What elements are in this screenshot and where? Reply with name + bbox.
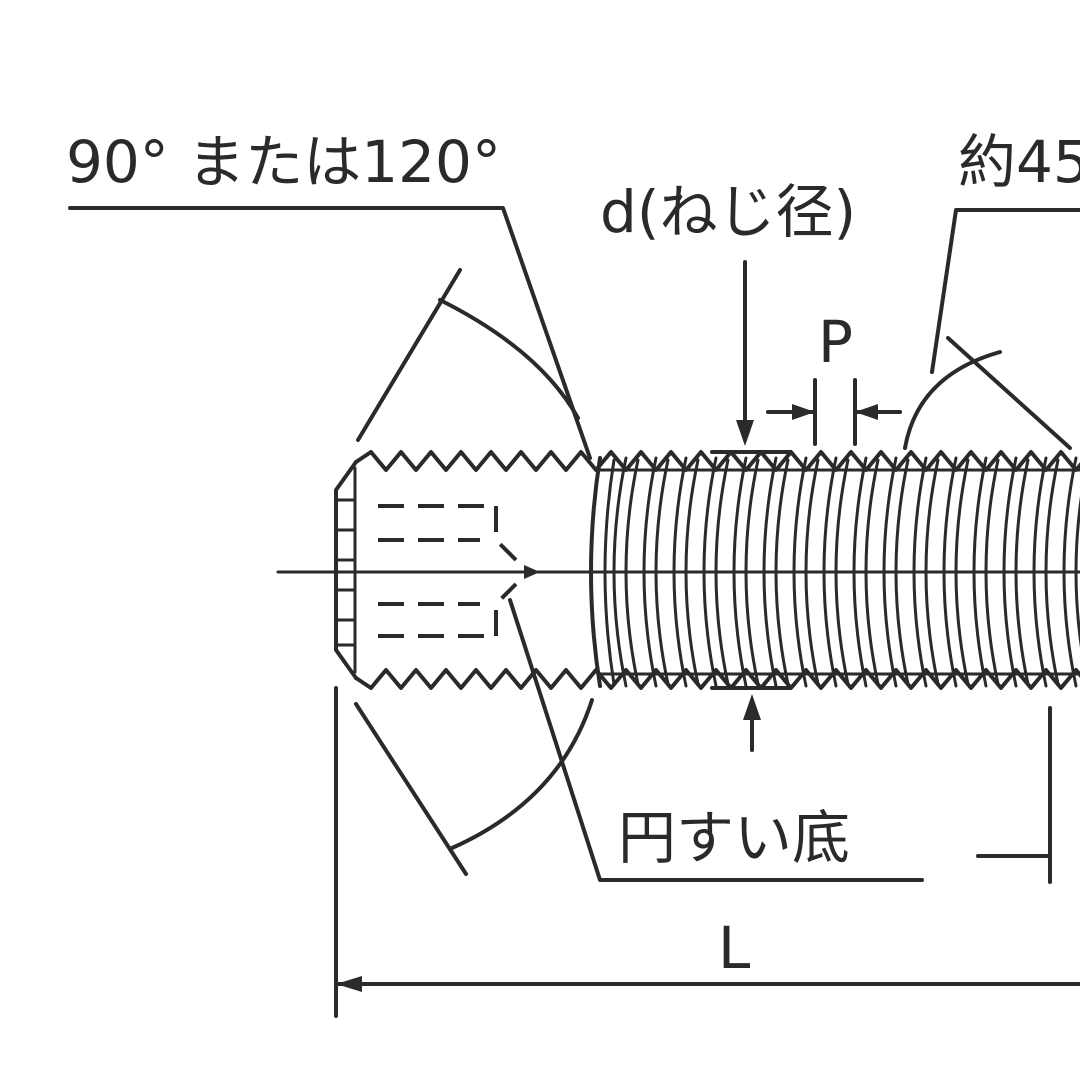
helix-curve (804, 458, 820, 686)
cone-bottom-leader-line (508, 598, 924, 882)
helix-curve (1014, 458, 1030, 686)
helix-curve (684, 458, 700, 686)
approx-angle-label: 約45° (958, 128, 1080, 196)
helix-curve (894, 458, 910, 686)
thread-crest-top (354, 450, 1080, 472)
helix-curve (852, 456, 868, 688)
angle-label: 90° または120° (66, 128, 501, 196)
helix-curve (972, 456, 988, 688)
hex-socket-hidden-lines (378, 504, 518, 638)
helix-curve (1032, 456, 1048, 688)
helix-curve (762, 456, 778, 688)
center-axis-arrowhead (524, 565, 540, 579)
helix-curve (834, 458, 850, 686)
helix-curve (942, 456, 958, 688)
helix-curve (642, 456, 658, 688)
helix-curve (864, 458, 880, 686)
chamfer-angle-dimension (354, 268, 594, 876)
thread-helix (612, 456, 1080, 688)
helix-curve (744, 458, 760, 686)
helix-curve (924, 458, 940, 686)
helix-curve (954, 458, 970, 686)
screw-end-face (334, 460, 358, 680)
helix-curve (654, 458, 670, 686)
helix-curve (672, 456, 688, 688)
diameter-dimension (710, 260, 792, 752)
helix-curve (912, 456, 928, 688)
length-label: L (718, 914, 750, 982)
diameter-label: d(ねじ径) (600, 178, 856, 246)
approx-angle-dimension (903, 208, 1080, 450)
cone-bottom-label: 円すい底 (618, 804, 850, 872)
helix-curve (624, 458, 640, 686)
helix-curve (984, 458, 1000, 686)
pitch-label: P (818, 308, 853, 376)
helix-curve (714, 458, 730, 686)
angle-leader-line (68, 206, 592, 460)
helix-curve (822, 456, 838, 688)
helix-curve (1074, 496, 1080, 648)
helix-curve (1002, 456, 1018, 688)
end-face-ticks (334, 498, 357, 647)
helix-curve (774, 458, 790, 686)
helix-curve (732, 456, 748, 688)
thread-start-arc (589, 456, 602, 688)
helix-curve (1044, 458, 1060, 686)
helix-curve (612, 456, 628, 688)
length-dimension (334, 686, 1080, 1018)
pitch-dimension (766, 378, 902, 446)
helix-curve (702, 456, 718, 688)
thread-start-arc-inner (603, 458, 616, 686)
helix-curve (1062, 456, 1078, 688)
helix-curve (792, 456, 808, 688)
helix-curve (882, 456, 898, 688)
